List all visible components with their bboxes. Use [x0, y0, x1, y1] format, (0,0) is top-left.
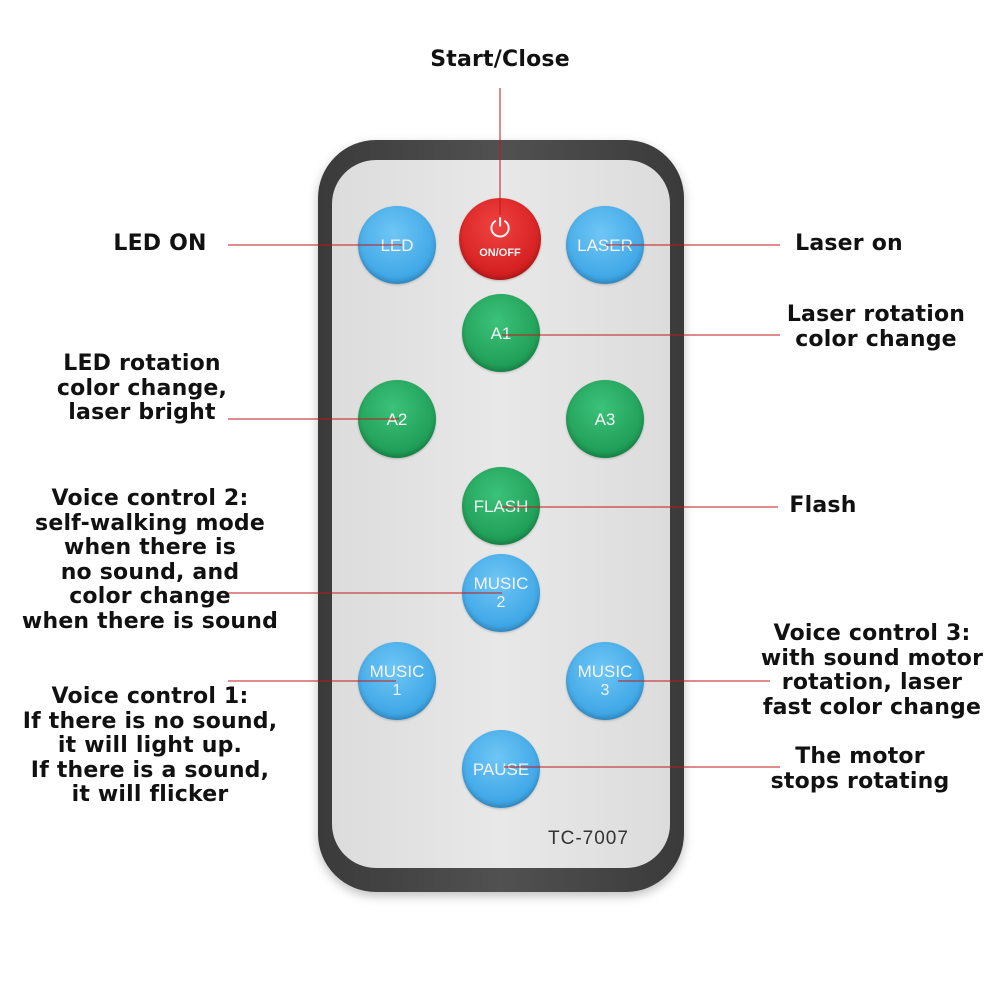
- label-led-rotation-line-2: color change,: [56, 375, 228, 401]
- label-laser-rotation-line-2: color change: [795, 326, 957, 352]
- laser-button[interactable]: LASER: [566, 206, 644, 284]
- a3-button[interactable]: A3: [566, 380, 644, 458]
- led-button[interactable]: LED: [358, 206, 436, 284]
- label-voice-control-3-line-2: with sound motor: [760, 645, 984, 671]
- label-led-rotation-line-1: LED rotation: [63, 351, 221, 376]
- pause-button-line-1: PAUSE: [472, 759, 530, 779]
- label-led-on: LED ON: [113, 231, 207, 257]
- label-voice-control-1-line-5: it will flicker: [71, 782, 229, 807]
- a2-button[interactable]: A2: [358, 380, 436, 458]
- laser-button-line-1: LASER: [577, 235, 633, 255]
- label-voice-control-1: Voice control 1:If there is no sound,it …: [22, 684, 278, 808]
- label-voice-control-3-line-4: fast color change: [762, 694, 982, 720]
- label-laser-rotation-line-1: Laser rotation: [786, 302, 966, 327]
- flash-button-line-1: FLASH: [473, 496, 529, 516]
- label-voice-control-3-line-3: rotation, laser: [781, 670, 963, 695]
- on-off-button[interactable]: ⏻ ON/OFF: [459, 198, 541, 280]
- label-led-rotation-line-3: laser bright: [68, 400, 216, 425]
- a1-button[interactable]: A1: [462, 294, 540, 372]
- music-3-button-line-1: MUSIC: [577, 662, 633, 681]
- a1-button-line-1: A1: [490, 323, 512, 343]
- label-motor-stop-line-2: stops rotating: [770, 768, 950, 794]
- label-start-close: Start/Close: [430, 47, 570, 73]
- music-1-button-line-1: MUSIC: [369, 662, 425, 681]
- label-voice-control-2-line-2: self-walking mode: [35, 510, 265, 536]
- flash-button[interactable]: FLASH: [462, 467, 540, 545]
- label-voice-control-1-line-1: Voice control 1:: [51, 684, 249, 709]
- on-off-button-line-1: ⏻: [489, 212, 511, 243]
- music-2-button-line-2: 2: [496, 594, 506, 611]
- pause-button[interactable]: PAUSE: [462, 730, 540, 808]
- label-voice-control-1-line-3: it will light up.: [57, 733, 243, 758]
- music-3-button-line-2: 3: [600, 682, 610, 699]
- label-voice-control-2-line-1: Voice control 2:: [51, 486, 249, 511]
- label-voice-control-2-line-3: when there is: [63, 535, 236, 560]
- label-voice-control-3-line-1: Voice control 3:: [773, 621, 971, 646]
- label-voice-control-2-line-5: color change: [69, 584, 231, 609]
- label-start-close-line-1: Start/Close: [430, 47, 570, 72]
- label-voice-control-2-line-4: no sound, and: [60, 559, 240, 585]
- a3-button-line-1: A3: [594, 409, 616, 429]
- on-off-button-line-2: ON/OFF: [479, 246, 521, 259]
- label-flash-line-1: Flash: [789, 493, 857, 518]
- music-1-button-line-2: 1: [392, 682, 402, 699]
- label-led-on-line-1: LED ON: [113, 231, 207, 256]
- label-voice-control-1-line-4: If there is a sound,: [30, 757, 270, 783]
- label-motor-stop-line-1: The motor: [795, 744, 925, 769]
- led-button-line-1: LED: [380, 235, 414, 255]
- label-flash: Flash: [789, 493, 857, 519]
- label-voice-control-1-line-2: If there is no sound,: [22, 708, 278, 734]
- a2-button-line-1: A2: [386, 409, 408, 429]
- label-laser-on-line-1: Laser on: [795, 231, 903, 256]
- music-2-button-line-1: MUSIC: [473, 574, 529, 593]
- model-number: TC-7007: [548, 828, 629, 849]
- label-voice-control-2-line-6: when there is sound: [21, 608, 279, 634]
- label-laser-on: Laser on: [795, 231, 903, 257]
